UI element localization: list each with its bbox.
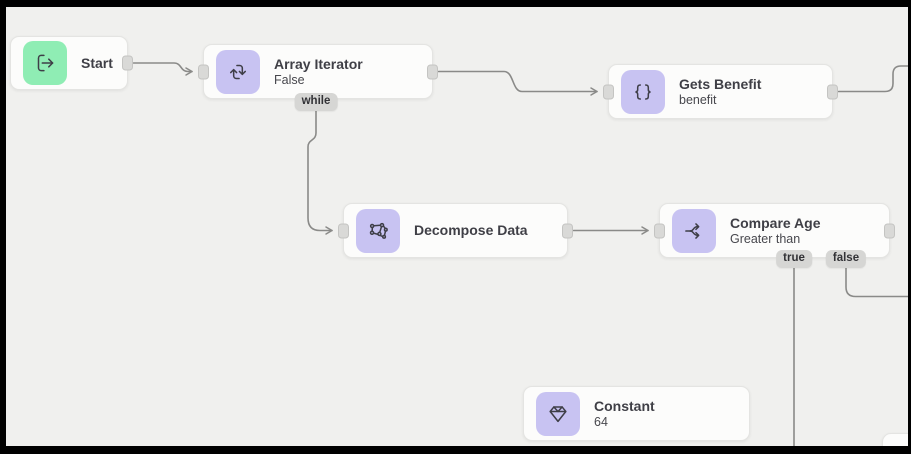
input-port[interactable] bbox=[338, 223, 349, 238]
node-decompose-data[interactable]: Decompose Data bbox=[338, 203, 573, 258]
loop-icon bbox=[216, 49, 260, 94]
edge-while-to-decompose-data[interactable] bbox=[307, 109, 333, 235]
node-constant[interactable]: Constant 64 bbox=[523, 386, 750, 441]
input-port[interactable] bbox=[603, 84, 614, 99]
workflow-canvas[interactable]: Start Array Iterator False while bbox=[6, 7, 908, 446]
output-port[interactable] bbox=[122, 55, 133, 71]
edge-label-false: false bbox=[825, 250, 867, 269]
output-port[interactable] bbox=[427, 64, 438, 79]
node-title: Gets Benefit bbox=[679, 75, 762, 92]
node-gets-benefit[interactable]: Gets Benefit benefit bbox=[603, 64, 838, 119]
node-start[interactable]: Start bbox=[10, 36, 133, 90]
node-subtitle: False bbox=[274, 72, 305, 87]
edge-start-to-array-iterator[interactable] bbox=[132, 62, 193, 76]
node-title: Decompose Data bbox=[414, 222, 528, 239]
input-port[interactable] bbox=[198, 64, 209, 79]
connection-lines bbox=[132, 62, 909, 446]
node-title: Compare Age bbox=[730, 214, 821, 231]
input-port[interactable] bbox=[654, 223, 665, 238]
braces-icon bbox=[621, 69, 665, 114]
branch-icon bbox=[672, 208, 716, 253]
output-port[interactable] bbox=[884, 223, 895, 238]
node-title: Start bbox=[81, 54, 113, 71]
node-partial-bottom-right[interactable] bbox=[882, 433, 908, 446]
start-arrow-icon bbox=[23, 41, 67, 85]
node-array-iterator[interactable]: Array Iterator False bbox=[198, 44, 438, 99]
edge-false-offscreen-right[interactable] bbox=[845, 267, 908, 298]
node-subtitle: Greater than bbox=[730, 231, 801, 246]
edge-label-true: true bbox=[776, 250, 812, 269]
edge-gets-benefit-offscreen-right[interactable] bbox=[837, 65, 909, 93]
edge-label-while: while bbox=[294, 93, 338, 112]
node-subtitle: benefit bbox=[679, 92, 717, 107]
node-title: Constant bbox=[594, 397, 655, 414]
node-subtitle: 64 bbox=[594, 414, 608, 429]
edge-array-iterator-to-gets-benefit[interactable] bbox=[437, 70, 598, 96]
node-compare-age[interactable]: Compare Age Greater than bbox=[654, 203, 895, 258]
gem-icon bbox=[536, 391, 580, 436]
output-port[interactable] bbox=[562, 223, 573, 238]
output-port[interactable] bbox=[827, 84, 838, 99]
node-title: Array Iterator bbox=[274, 55, 363, 72]
graph-icon bbox=[356, 208, 400, 253]
